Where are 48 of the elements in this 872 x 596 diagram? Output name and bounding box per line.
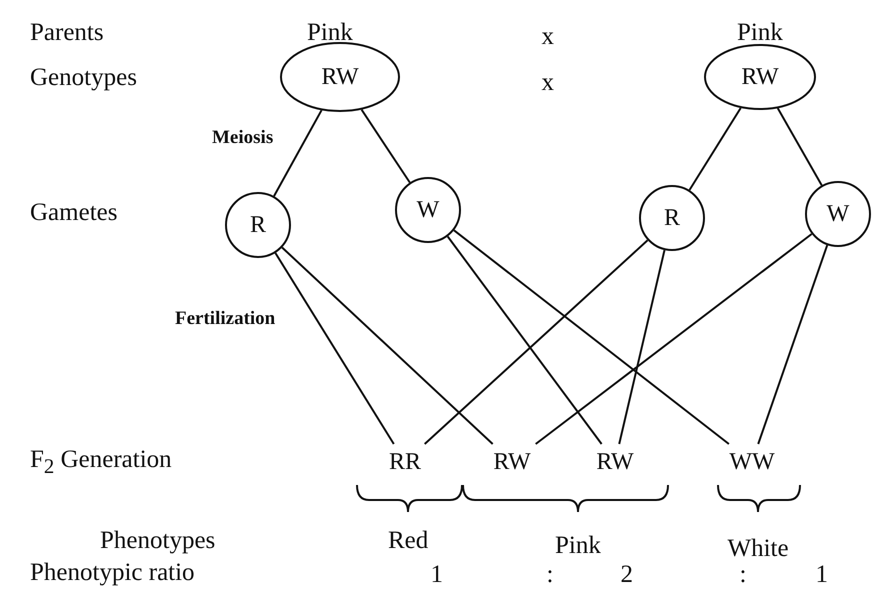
cross-line	[453, 230, 730, 445]
cross-line	[688, 107, 742, 191]
ratio-colon: :	[546, 562, 554, 586]
gamete-circle	[225, 192, 291, 258]
cross-symbol: x	[542, 70, 554, 94]
allele-text: W	[416, 196, 440, 224]
step-label: Fertilization	[175, 308, 276, 328]
genotype-text: WW	[722, 446, 782, 478]
allele-text: RW	[321, 64, 359, 90]
cross-line	[273, 110, 322, 197]
cross-symbol: x	[542, 24, 554, 48]
ratio-number: 1	[430, 562, 443, 586]
genotype-ellipse	[704, 44, 816, 110]
cross-line	[535, 233, 812, 445]
cross-line	[776, 108, 823, 186]
row-heading: Phenotypes	[100, 528, 216, 552]
phenotype-text: Red	[388, 528, 428, 552]
ratio-number: 1	[816, 562, 828, 586]
row-heading: Phenotypic ratio	[30, 560, 195, 584]
phenotype-text: Pink	[737, 20, 783, 44]
cross-line	[281, 246, 494, 445]
genotype-text: RR	[375, 446, 435, 478]
gamete-circle	[805, 181, 871, 247]
cross-line	[360, 109, 411, 184]
ratio-colon: :	[740, 562, 746, 586]
step-label: Meiosis	[212, 128, 274, 146]
allele-text: RW	[741, 64, 779, 90]
phenotype-text: Pink	[307, 20, 353, 44]
allele-text: R	[250, 212, 266, 238]
row-heading: Gametes	[30, 200, 118, 224]
genotype-ellipse	[280, 42, 400, 112]
cross-line	[274, 252, 395, 445]
cross-line	[446, 236, 602, 445]
row-heading: F$_{2}$ Generation	[30, 447, 172, 477]
phenotype-text: White	[728, 536, 789, 560]
ratio-number: 2	[620, 562, 633, 586]
genotype-text: RW	[482, 446, 542, 478]
phenotype-text: Pink	[555, 532, 601, 558]
cross-line	[618, 250, 666, 444]
row-heading: Parents	[30, 20, 104, 44]
allele-text: W	[826, 200, 850, 228]
cross-line	[757, 244, 828, 444]
allele-text: R	[664, 204, 680, 232]
row-heading: Genotypes	[30, 64, 137, 90]
gamete-circle	[395, 177, 461, 243]
genotype-text: RW	[585, 446, 645, 478]
cross-line	[424, 240, 648, 445]
gamete-circle	[639, 185, 705, 251]
